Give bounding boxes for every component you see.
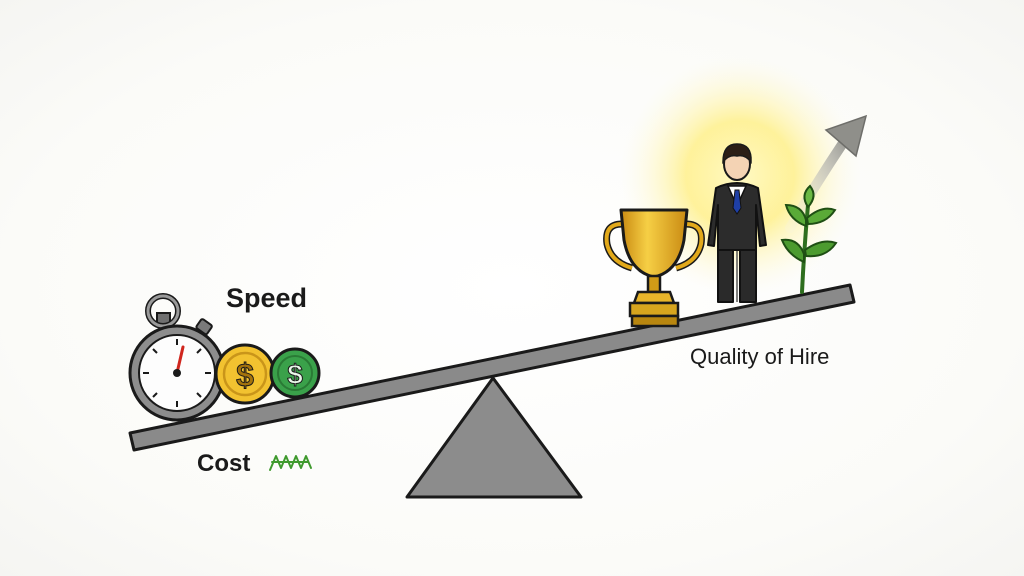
person-icon [707,143,767,303]
scribble-icon [269,455,312,471]
speed-label: Speed [226,283,308,313]
svg-text:$: $ [287,359,303,390]
green-coin-icon: $ [269,347,321,399]
fulcrum-triangle [405,376,583,499]
stopwatch-icon [128,293,226,422]
svg-text:$: $ [236,357,254,393]
quality-of-hire-label: Quality of Hire [690,344,830,369]
trophy-icon [603,208,705,328]
gold-coin-icon: $ [214,343,276,405]
cost-label: Cost [197,450,251,477]
plant-sprout-icon [780,184,838,294]
